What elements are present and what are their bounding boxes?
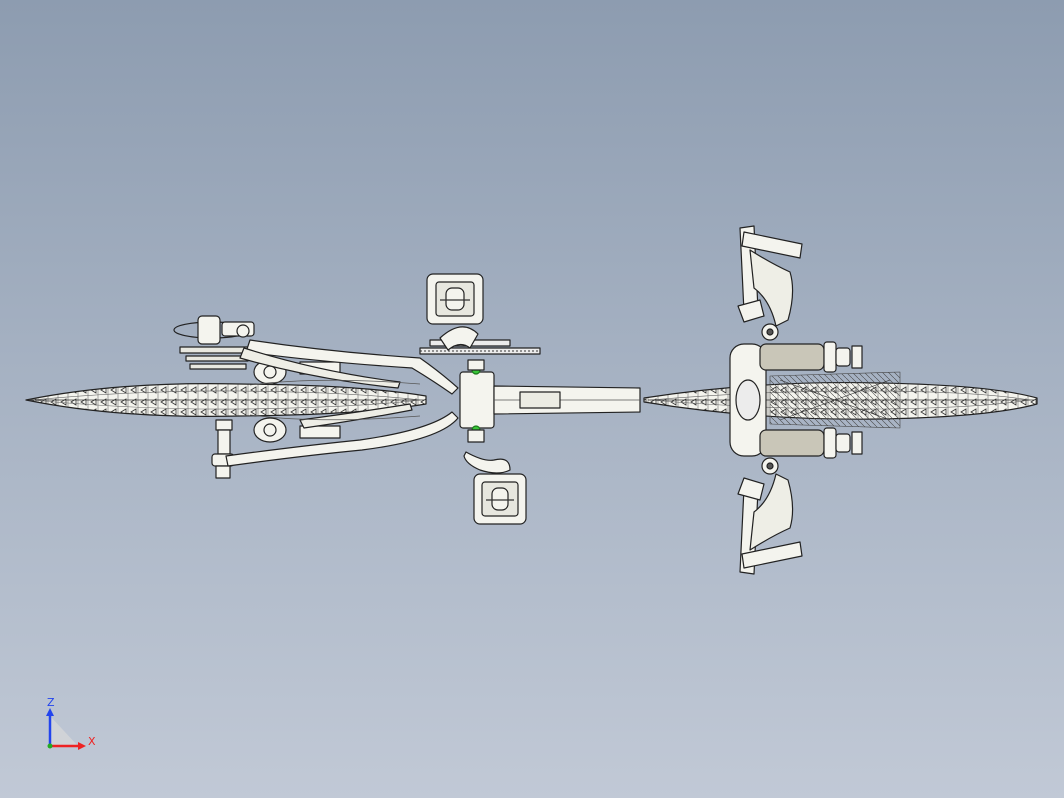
head-tube[interactable] <box>729 343 767 457</box>
right-pedal[interactable] <box>473 473 527 525</box>
front-axle-nuts[interactable] <box>851 345 863 455</box>
upper-grip[interactable] <box>759 341 851 373</box>
handlebar-lower[interactable] <box>737 457 803 575</box>
handlebar-upper[interactable] <box>737 225 803 341</box>
coordinate-triad: Z X <box>46 696 96 750</box>
bicycle-model[interactable] <box>25 225 1038 575</box>
triad-x-label: X <box>88 735 96 748</box>
triad-z-label: Z <box>47 696 55 709</box>
left-pedal[interactable] <box>426 273 484 325</box>
frame-stays[interactable] <box>225 339 459 467</box>
chainring[interactable] <box>419 339 541 355</box>
coordinate-triad-icon <box>46 708 86 750</box>
crank-arms[interactable] <box>439 326 511 474</box>
lower-grip[interactable] <box>759 427 851 459</box>
rear-wheel[interactable] <box>25 382 427 418</box>
bottom-bracket[interactable] <box>459 359 495 443</box>
top-tube[interactable] <box>493 385 641 415</box>
rear-axle-bolt[interactable] <box>211 419 235 479</box>
front-hub-spokes <box>769 371 901 429</box>
rear-cassette[interactable] <box>173 315 255 370</box>
